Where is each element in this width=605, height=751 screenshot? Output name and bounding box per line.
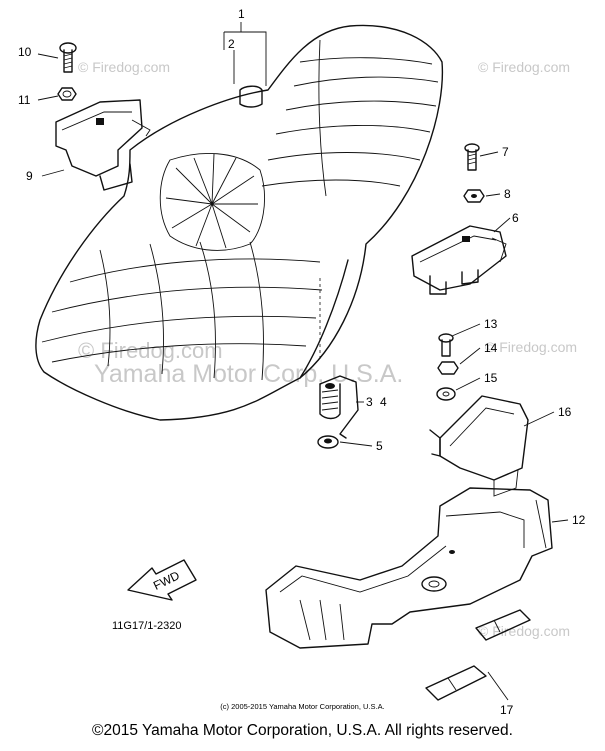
seat-drawing [35,24,444,421]
watermark: © Firedog.com [478,623,570,639]
part-label-1: 1 [238,7,245,21]
leader-lines [37,22,569,701]
part-label-8: 8 [504,187,511,201]
part-label-17: 17 [500,703,514,717]
nut-14-drawing [437,361,459,375]
bolt-7-drawing [464,143,480,171]
part-label-2: 2 [228,37,235,51]
strap-17-drawing [425,609,531,701]
part-labels: 1 2 10 11 9 7 8 6 13 14 15 3 4 5 16 12 1… [18,7,586,717]
watermark: © Firedog.com [78,59,170,75]
watermark-large-corp: Yamaha Motor Corp, U.S.A. [94,360,403,388]
small-credit-line: (c) 2005-2015 Yamaha Motor Corporation, … [220,702,385,711]
tray-12-drawing [265,487,553,649]
part-label-5: 5 [376,439,383,453]
part-label-16: 16 [558,405,572,419]
watermarks: © Firedog.com © Firedog.com © Firedog.co… [78,59,577,639]
part-label-6: 6 [512,211,519,225]
watermark-large-site: © Firedog.com [78,338,223,363]
lock-3-4-drawing [319,375,359,439]
nut-11-drawing [57,87,77,101]
washer-15-drawing [436,387,456,401]
bracket-slot [462,236,470,242]
bolt-10-drawing [59,42,77,73]
fwd-arrow-icon: FWD [127,559,197,601]
part-label-15: 15 [484,371,498,385]
copyright-notice: ©2015 Yamaha Motor Corporation, U.S.A. A… [92,722,513,739]
bolt-13-drawing [438,333,454,357]
part-label-10: 10 [18,45,32,59]
bracket-slot [96,118,104,125]
watermark: © Firedog.com [478,59,570,75]
part-label-3: 3 [366,395,373,409]
bracket-6-drawing [411,225,507,295]
part-label-13: 13 [484,317,498,331]
bracket-9-drawing [55,99,151,191]
part-label-12: 12 [572,513,586,527]
part-label-11: 11 [18,93,31,107]
part-label-7: 7 [502,145,509,159]
nut-5-drawing [317,435,339,449]
watermark: © Firedog.com [485,339,577,355]
bracket-16-drawing [429,395,529,497]
part-label-14: 14 [484,341,498,355]
diagram-part-code: 11G17/1-2320 [112,620,182,632]
part-label-9: 9 [26,169,33,183]
nut-8-drawing [463,189,485,203]
part-label-4: 4 [380,395,387,409]
